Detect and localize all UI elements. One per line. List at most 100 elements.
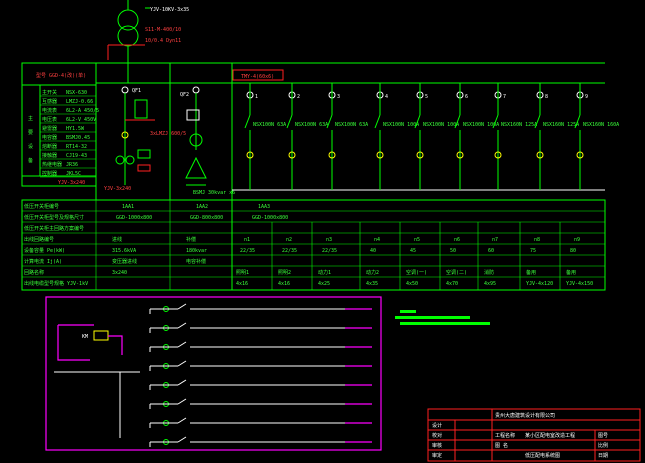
schematic-output-label: QF18 bbox=[200, 436, 212, 442]
info-row-key: 电容器 bbox=[42, 134, 57, 141]
title-row-2: 审核 bbox=[432, 442, 442, 449]
capacitor-label: BSMJ 30kvar x6 bbox=[193, 190, 235, 196]
feeder-number: n1 bbox=[244, 237, 250, 243]
feeder-power: 45 bbox=[410, 248, 416, 254]
info-row-value: NSX-630 bbox=[66, 90, 87, 96]
feeder-ct-symbol bbox=[288, 151, 296, 159]
feeder-breaker-label: NSX100N 100A bbox=[423, 122, 459, 128]
feeder-name: 动力1 bbox=[318, 269, 331, 276]
feeder-id: 2 bbox=[297, 94, 300, 100]
drawing-label: 图 名 bbox=[495, 442, 508, 449]
schematic-output-label: QF15 bbox=[200, 379, 212, 385]
info-row-key: 主开关 bbox=[42, 89, 57, 96]
feeder-id: 8 bbox=[545, 94, 548, 100]
info-side-label-3: 备 bbox=[28, 157, 33, 164]
info-row-value: HY1.5W bbox=[66, 126, 85, 132]
schematic-switch-symbol bbox=[177, 341, 187, 348]
feeder-breaker-symbol bbox=[286, 114, 293, 129]
capacitor-schedule-value: 电容补偿 bbox=[186, 258, 206, 265]
info-row-key: 电流表 bbox=[42, 107, 57, 114]
incomer-ct-label: 3xLMZJ 600/5 bbox=[150, 131, 186, 137]
feeder-ct-symbol bbox=[456, 151, 464, 159]
capacitor-schedule-value: 180kvar bbox=[186, 248, 207, 254]
title-row-1: 校对 bbox=[432, 432, 442, 439]
schedule-col-spec: GGD-1000x800 bbox=[252, 215, 288, 221]
feeder-power: 75 bbox=[530, 248, 536, 254]
feeder-cable: 4x70 bbox=[446, 281, 458, 287]
feeder-ct-symbol bbox=[416, 151, 424, 159]
project-label: 工程名称 bbox=[495, 432, 515, 439]
title-row-0: 设计 bbox=[432, 422, 442, 429]
schematic-switch-symbol bbox=[177, 303, 187, 310]
capacitor-top-label: QF2 bbox=[180, 92, 189, 98]
feeder-name: 动力2 bbox=[366, 269, 379, 276]
schematic-output-branch: QF16 bbox=[149, 398, 372, 409]
incomer-top-label: QF1 bbox=[132, 88, 141, 94]
schematic-switch-symbol bbox=[177, 379, 187, 386]
feeder-cable: 4x35 bbox=[366, 281, 378, 287]
info-row-key: 控制器 bbox=[42, 170, 57, 177]
schematic-switch-symbol bbox=[177, 322, 187, 329]
info-panel-header: 型号 GGD-4(改)(单) bbox=[36, 72, 86, 79]
info-row-value: BSMJ0.45 bbox=[66, 135, 90, 141]
feeder-breaker-label: NSX160N 160A bbox=[583, 122, 619, 128]
schedule-col-header: 1AA1 bbox=[122, 204, 134, 210]
feeder-power: 22/35 bbox=[322, 248, 337, 254]
busbar-label: TMY-4(60x6) bbox=[241, 74, 274, 80]
feeder-breaker-symbol bbox=[244, 114, 251, 129]
company-name: 贵州大唐建筑设计有限公司 bbox=[495, 412, 555, 419]
schematic-output-label: QF13 bbox=[200, 341, 212, 347]
feeder-name: 备用 bbox=[566, 269, 576, 276]
schedule-row-label: 低压开关柜主回路方案编号 bbox=[24, 225, 84, 232]
schematic-output-label: QF16 bbox=[200, 398, 212, 404]
feeder-name: 照明1 bbox=[236, 270, 249, 276]
feeder-number: n6 bbox=[454, 237, 460, 243]
transformer-symbol: YJV-10KV-3x35 S11-M-400/10 10/0.4 Dyn11 bbox=[107, 0, 189, 60]
schedule-row-label: 出线电缆型号规格 YJV-1kV bbox=[24, 280, 88, 287]
info-row-value: 6L2-A 450/5 bbox=[66, 108, 99, 114]
schematic-switch-symbol bbox=[177, 436, 187, 443]
notes: 注: 本系统图按规范要求设计 电缆敷设方式详见平面图 bbox=[395, 310, 490, 352]
feeder-number: n2 bbox=[286, 237, 292, 243]
feeder-number: n3 bbox=[326, 237, 332, 243]
info-row-key: 接触器 bbox=[42, 152, 57, 159]
feeder-number: n5 bbox=[414, 237, 420, 243]
schematic-switch-symbol bbox=[177, 417, 187, 424]
feeder-breaker-symbol bbox=[414, 114, 421, 129]
info-row-value: 6L2-V 450V bbox=[66, 117, 96, 123]
incomer-schedule-value: 315.6kVA bbox=[112, 248, 136, 254]
project-name: 某小区配电室改造工程 bbox=[525, 432, 575, 439]
schematic-output-branch: QF11 bbox=[149, 303, 372, 314]
info-row-key: 熔断器 bbox=[42, 143, 57, 150]
transformer-rating-label: S11-M-400/10 bbox=[145, 27, 181, 33]
feeder-number: n4 bbox=[374, 237, 380, 243]
schedule-table: 低压开关柜编号低压开关柜型号及规格尺寸低压开关柜主回路方案编号出线回路编号设备容… bbox=[21, 199, 606, 291]
feeder-id: 4 bbox=[385, 94, 388, 100]
feeder-cable: 4x16 bbox=[278, 281, 290, 287]
feeder-id: 1 bbox=[255, 94, 258, 100]
panel-dividers bbox=[95, 63, 605, 290]
info-side-label-0: 主 bbox=[28, 115, 33, 122]
transformer-ratio-label: 10/0.4 Dyn11 bbox=[145, 38, 181, 44]
info-bottom-label: YJV-3x240 bbox=[58, 180, 85, 186]
feeder-breaker-label: NSX100N 63A bbox=[253, 122, 286, 128]
info-row-key: 避雷器 bbox=[42, 125, 57, 132]
feeder-breaker-label: NSX160N 125A bbox=[501, 122, 537, 128]
feeder-ct-symbol bbox=[536, 151, 544, 159]
info-row-key: 电压表 bbox=[42, 116, 57, 123]
title-field-2: 日期 bbox=[598, 453, 608, 459]
schedule-row-label: 设备容量 Pe(kW) bbox=[24, 247, 65, 254]
schedule-col-header: 1AA3 bbox=[258, 204, 270, 210]
feeder-breaker-symbol bbox=[326, 114, 333, 129]
schedule-row-label: 低压开关柜编号 bbox=[24, 203, 59, 210]
feeder-breaker-label: NSX160N 125A bbox=[543, 122, 579, 128]
schematic-output-label: QF12 bbox=[200, 322, 212, 328]
schematic-output-branch: QF13 bbox=[149, 341, 372, 352]
